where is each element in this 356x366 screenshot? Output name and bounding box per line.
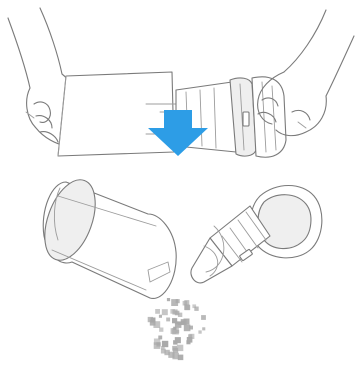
debris-particle (155, 309, 160, 314)
debris-particle (168, 352, 174, 358)
debris-particle (194, 307, 198, 311)
debris-particle (170, 309, 175, 314)
debris-particle (172, 328, 179, 335)
debris-particle (167, 298, 170, 301)
debris-particle (198, 330, 201, 333)
debris-particle (188, 334, 192, 338)
debris-particle (159, 328, 163, 332)
cone-housing-bottom (191, 186, 322, 283)
debris-particle (178, 313, 182, 317)
cone-housing-top (176, 77, 286, 157)
filter-block (58, 72, 178, 156)
debris-particle (201, 315, 206, 320)
debris-particle (178, 355, 184, 361)
debris-particles (148, 298, 206, 360)
debris-particle (154, 339, 160, 345)
debris-particle (166, 318, 170, 322)
debris-particle (171, 299, 178, 306)
debris-particle (177, 345, 183, 351)
debris-particle (162, 309, 168, 315)
debris-particle (161, 346, 165, 350)
debris-particle (202, 327, 205, 330)
debris-particle (175, 337, 181, 343)
debris-particle (151, 318, 156, 323)
debris-particle (184, 304, 190, 310)
debris-particle (184, 319, 190, 325)
debris-particle (189, 326, 193, 330)
debris-particle (159, 315, 162, 318)
filter-canister (35, 173, 176, 298)
debris-particle (175, 321, 182, 328)
